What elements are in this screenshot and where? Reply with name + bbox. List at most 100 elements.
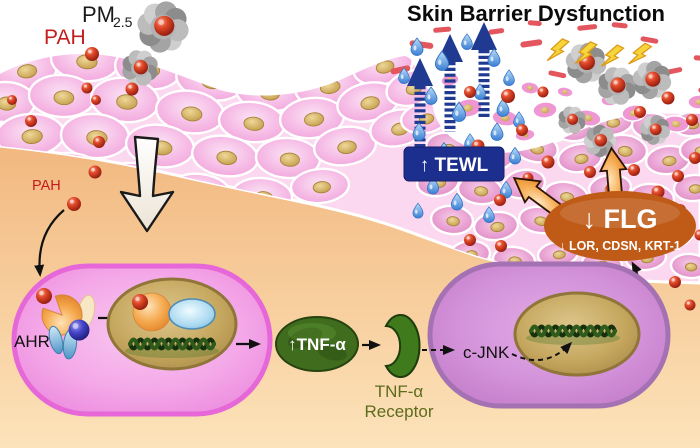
- pah-particle-icon: [541, 155, 555, 169]
- water-droplet-icon: [499, 180, 513, 199]
- water-droplet-icon: [450, 192, 464, 211]
- pah-particle-icon: [91, 95, 101, 105]
- pm-particle-clusters: [122, 1, 672, 158]
- pah-particle-icon: [93, 136, 105, 148]
- water-droplet-icon: [487, 48, 501, 67]
- damaged-cell-fragment: [527, 20, 542, 26]
- water-droplet-icon: [496, 98, 510, 117]
- skin-cell: [672, 173, 700, 203]
- water-droplet-icon: [412, 122, 426, 141]
- skin-cell: [669, 252, 700, 280]
- water-droplet-icon: [461, 33, 473, 50]
- water-droplet-icon: [410, 37, 424, 56]
- tewl-flux-arrow-icon: [407, 58, 433, 148]
- tnf-receptor-label-2: Receptor: [365, 402, 434, 421]
- tewl-flux-arrow-icon: [471, 22, 497, 118]
- tnf-alpha-badge: ↑TNF-α: [275, 316, 359, 372]
- pah-particle-icon: [634, 106, 646, 118]
- skin-cell: [217, 100, 287, 144]
- page-title: Skin Barrier Dysfunction: [407, 1, 665, 26]
- pm25-subscript: 2.5: [113, 14, 133, 30]
- flg-badge: ↓ FLG ↓ LOR, CDSN, KRT-1: [544, 191, 696, 261]
- keratinocyte-right: c-JNK: [427, 261, 671, 409]
- pah-particle-icon: [584, 166, 596, 178]
- pah-label: PAH: [44, 26, 86, 49]
- skin-cell: [27, 73, 97, 119]
- ahr-label: AHR: [14, 332, 50, 351]
- flg-to-tewl-arrow-icon: [512, 177, 566, 219]
- tewl-flux-arrows: [407, 22, 497, 148]
- pah-particle-icon: [495, 240, 507, 252]
- pah-particle-icon: [67, 197, 81, 211]
- tewl-badge: ↑ TEWL: [403, 146, 505, 182]
- skin-cell: [289, 167, 351, 205]
- damaged-cell-fragment: [577, 24, 598, 31]
- tewl-label: ↑ TEWL: [420, 155, 489, 176]
- water-droplet-icon: [434, 50, 450, 71]
- damaged-cell-fragment: [687, 94, 700, 110]
- flg-sub-label: ↓ LOR, CDSN, KRT-1: [559, 239, 681, 253]
- pm25-label: PM: [82, 2, 115, 27]
- damaged-cell-fragment: [640, 36, 659, 44]
- keratinocyte-left: AHR: [11, 263, 273, 417]
- pm-particle-icon: [598, 67, 636, 105]
- water-droplet-icon: [508, 146, 522, 165]
- tnf-receptor-icon: [384, 314, 421, 378]
- tewl-badge-box: [403, 146, 505, 182]
- pm-particle-icon: [137, 1, 189, 53]
- pm-particle-icon: [558, 106, 586, 134]
- pah-particle-icon: [686, 114, 698, 126]
- ahr-receptor-complex-icon: [36, 288, 96, 360]
- pah-particle-icon: [694, 229, 700, 241]
- tnf-alpha-label: ↑TNF-α: [288, 335, 346, 354]
- damaged-cell-fragment: [666, 67, 683, 75]
- pah-particle-icon: [7, 95, 17, 105]
- damaged-cell-fragment: [548, 70, 567, 79]
- pah-entry-arrow: [34, 209, 65, 277]
- water-droplet-icon: [474, 83, 486, 100]
- lightning-icons: [546, 38, 653, 67]
- pah-particle-icon: [689, 152, 700, 164]
- cjnk-to-dna-arrow: [511, 341, 573, 361]
- pah-particle-icon: [672, 170, 684, 182]
- water-droplet-icon: [483, 206, 495, 223]
- pah-particle-icon: [88, 165, 102, 179]
- damaged-cell-fragment: [532, 101, 558, 119]
- pah-label-dermis: PAH: [32, 178, 61, 194]
- tnf-receptor-label-1: TNF-α: [375, 382, 424, 401]
- flg-highlight: [560, 198, 680, 228]
- c-jnk-label: c-JNK: [463, 343, 510, 362]
- nucleus-left: [106, 277, 238, 371]
- damaged-cell-fragment: [433, 26, 452, 33]
- water-droplet-icon: [451, 101, 467, 122]
- skin-cell: [644, 144, 692, 176]
- water-droplet-icon: [503, 69, 515, 86]
- damaged-cell-fragments: [390, 20, 700, 93]
- lightning-icon: [600, 44, 625, 67]
- damaged-cell-fragment: [662, 115, 690, 133]
- dna-icon: [526, 324, 620, 345]
- pah-particle-icon: [494, 194, 506, 206]
- flg-badge-ellipse: [544, 191, 696, 261]
- lightning-icon: [546, 38, 570, 62]
- skin-cell: [429, 204, 475, 236]
- pah-particle-icon: [669, 276, 681, 288]
- damaged-cell-fragment: [390, 65, 411, 75]
- damaged-cell-fragment: [693, 55, 700, 62]
- penetration-arrow-icon: [119, 135, 175, 233]
- water-droplet-icon: [398, 67, 410, 84]
- pah-particle-icon: [25, 115, 37, 127]
- pah-particle-icon: [628, 164, 640, 176]
- pah-particle-icon: [85, 47, 99, 61]
- water-droplet-icon: [424, 86, 438, 105]
- pah-ligand-icon: [36, 288, 52, 304]
- pah-particle-icon: [125, 82, 139, 96]
- nucleus-right: [513, 291, 641, 377]
- pah-particle-icon: [81, 82, 93, 94]
- pm-particle-icon: [122, 50, 158, 86]
- flg-label: ↓ FLG: [583, 204, 658, 234]
- skin-cell: [89, 76, 161, 124]
- pah-particle-icon: [516, 124, 528, 136]
